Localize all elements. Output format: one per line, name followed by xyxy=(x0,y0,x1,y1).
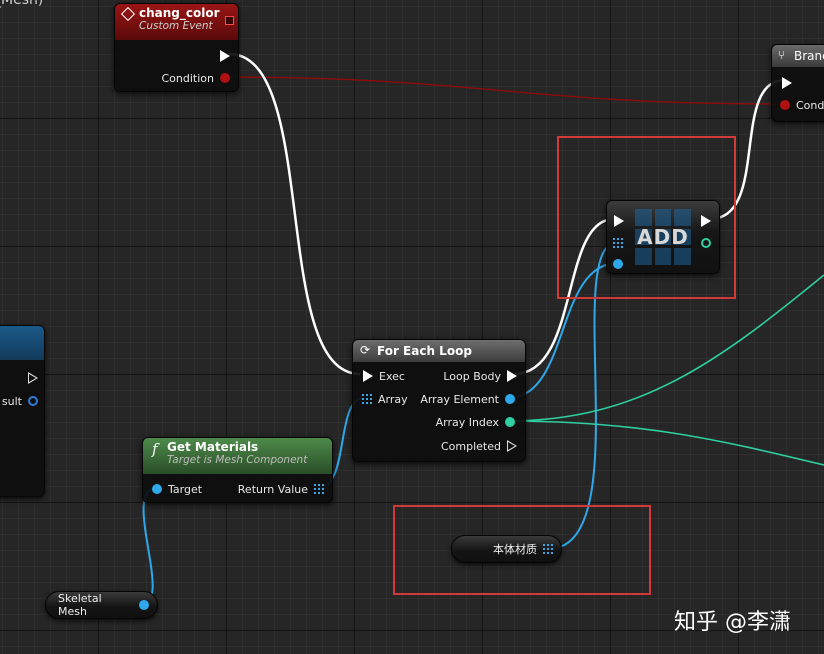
array-pin-icon[interactable] xyxy=(613,238,623,248)
custom-event-condition-pin[interactable]: Condition xyxy=(161,70,230,86)
add-node[interactable]: ADD xyxy=(606,200,720,274)
for-each-array-index-out[interactable]: Array Index xyxy=(436,414,515,430)
graph-tab-title: _Mesh) xyxy=(0,0,44,8)
custom-event-header: chang_color Custom Event xyxy=(115,4,238,40)
exec-out-icon[interactable] xyxy=(507,370,517,382)
left-node-exec-out[interactable] xyxy=(28,370,38,386)
for-each-header: ⟳ For Each Loop xyxy=(353,340,525,362)
loop-icon: ⟳ xyxy=(360,343,371,357)
body-material-label: 本体材质 xyxy=(493,543,537,556)
add-item-in[interactable] xyxy=(613,256,623,272)
exec-out-icon[interactable] xyxy=(701,215,711,227)
array-index-label: Array Index xyxy=(435,415,499,429)
custom-event-subtitle: Custom Event xyxy=(139,20,213,32)
object-pin-icon[interactable] xyxy=(139,600,149,610)
branch-header: ⑂ Branc xyxy=(772,45,824,67)
for-each-array-in[interactable]: Array xyxy=(362,391,408,407)
highlight-box-add xyxy=(557,136,736,299)
function-icon: f xyxy=(152,440,158,458)
branch-node[interactable]: ⑂ Branc Cond xyxy=(771,44,824,122)
skeletal-mesh-label: Skeletal Mesh xyxy=(58,592,102,618)
left-node-header xyxy=(0,326,44,360)
left-node-result-label: sult xyxy=(1,394,22,408)
branch-condition-pin[interactable]: Cond xyxy=(780,97,824,113)
exec-in-icon[interactable] xyxy=(782,77,792,89)
bool-pin-icon[interactable] xyxy=(780,100,790,110)
index-wire-2 xyxy=(507,420,824,466)
branch-condition-label: Cond xyxy=(796,98,824,112)
exec-out-icon[interactable] xyxy=(220,50,230,62)
body-material-variable[interactable]: 本体材质 xyxy=(451,535,562,563)
branch-exec-in[interactable] xyxy=(782,75,792,91)
get-materials-title: Get Materials xyxy=(167,440,259,454)
for-each-completed-out[interactable]: Completed xyxy=(441,438,517,454)
exec-in-icon[interactable] xyxy=(363,370,373,382)
get-materials-subtitle: Target is Mesh Component xyxy=(167,454,308,466)
highlight-box-variable xyxy=(393,505,651,595)
delegate-pin-icon[interactable] xyxy=(225,16,234,25)
add-index-out[interactable] xyxy=(701,235,711,251)
add-node-label: ADD xyxy=(637,225,689,249)
array-element-label: Array Element xyxy=(420,392,499,406)
object-wire-mesh-target xyxy=(140,487,158,606)
left-partial-node[interactable]: sult xyxy=(0,325,45,497)
return-value-label: Return Value xyxy=(237,482,308,496)
completed-label: Completed xyxy=(441,439,501,453)
object-pin-icon[interactable] xyxy=(152,484,162,494)
array-pin-icon[interactable] xyxy=(362,394,372,404)
custom-event-node[interactable]: chang_color Custom Event Condition xyxy=(114,3,239,92)
add-array-in[interactable] xyxy=(613,235,623,251)
exec-label: Exec xyxy=(379,369,405,383)
bool-pin-icon[interactable] xyxy=(220,73,230,83)
custom-event-title: chang_color xyxy=(139,6,220,20)
condition-wire xyxy=(220,76,784,105)
for-each-array-element-out[interactable]: Array Element xyxy=(420,391,515,407)
array-pin-icon[interactable] xyxy=(314,484,324,494)
get-materials-return-out[interactable]: Return Value xyxy=(238,481,324,497)
branch-title: Branc xyxy=(794,49,824,63)
branch-icon: ⑂ xyxy=(778,48,786,62)
get-materials-header: f Get Materials Target is Mesh Component xyxy=(143,438,332,474)
add-exec-out[interactable] xyxy=(701,213,711,229)
skeletal-mesh-variable[interactable]: Skeletal Mesh xyxy=(45,591,158,619)
array-pin-icon[interactable] xyxy=(543,544,553,554)
condition-label: Condition xyxy=(161,71,215,85)
get-materials-target-in[interactable]: Target xyxy=(152,481,202,497)
array-add-background-icon xyxy=(635,209,691,265)
int-pin-icon[interactable] xyxy=(701,238,711,248)
zhihu-watermark: 知乎 @李潇 xyxy=(674,610,791,635)
object-pin-icon[interactable] xyxy=(613,259,623,269)
result-pin-icon[interactable] xyxy=(28,396,38,406)
get-materials-node[interactable]: f Get Materials Target is Mesh Component… xyxy=(142,437,333,503)
exec-wire-event-foreach xyxy=(228,52,361,376)
object-pin-icon[interactable] xyxy=(505,394,515,404)
exec-out-icon[interactable] xyxy=(28,372,38,384)
exec-out-icon[interactable] xyxy=(507,440,517,452)
loop-body-label: Loop Body xyxy=(443,369,501,383)
add-exec-in[interactable] xyxy=(614,213,624,229)
target-label: Target xyxy=(168,482,203,496)
left-node-result-out[interactable]: sult xyxy=(2,393,38,409)
custom-event-exec-out[interactable] xyxy=(220,48,230,64)
array-label: Array xyxy=(378,392,408,406)
exec-in-icon[interactable] xyxy=(614,215,624,227)
for-each-exec-in[interactable]: Exec xyxy=(363,368,405,384)
for-each-loop-body-out[interactable]: Loop Body xyxy=(443,368,517,384)
for-each-title: For Each Loop xyxy=(377,344,472,358)
int-pin-icon[interactable] xyxy=(505,417,515,427)
for-each-loop-node[interactable]: ⟳ For Each Loop Exec Array Loop Body Arr… xyxy=(352,339,526,462)
